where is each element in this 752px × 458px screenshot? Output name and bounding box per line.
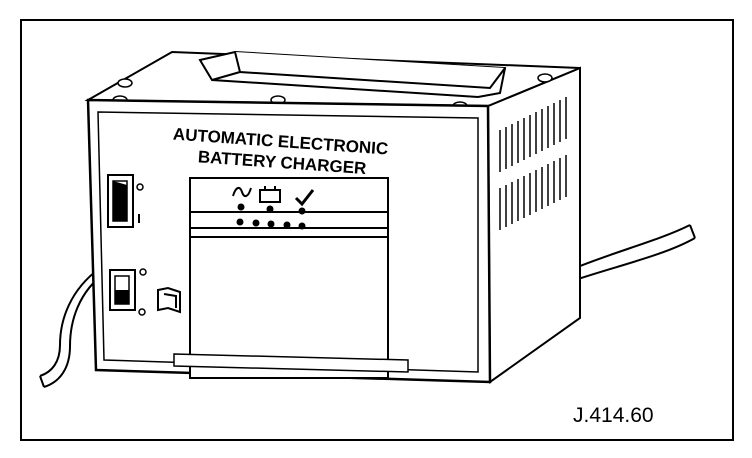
- base-strip: [173, 353, 409, 373]
- figure-reference: J.414.60: [573, 404, 654, 427]
- checkmark-icon: [294, 189, 315, 207]
- vent-slots: [499, 97, 567, 230]
- fuse-holder[interactable]: [157, 286, 181, 314]
- battery-icon: [259, 186, 281, 203]
- rocker-switch-upper[interactable]: [107, 174, 144, 228]
- figure-frame: [20, 19, 734, 441]
- indicator-leds: [237, 203, 306, 215]
- led-row: [236, 218, 306, 230]
- ac-sine-icon: [232, 186, 252, 198]
- power-cable-right: [574, 224, 696, 281]
- rocker-switch-lower[interactable]: [109, 268, 147, 316]
- carry-handle: [198, 50, 507, 99]
- display-window: [189, 177, 389, 379]
- power-cable-left: [39, 267, 107, 388]
